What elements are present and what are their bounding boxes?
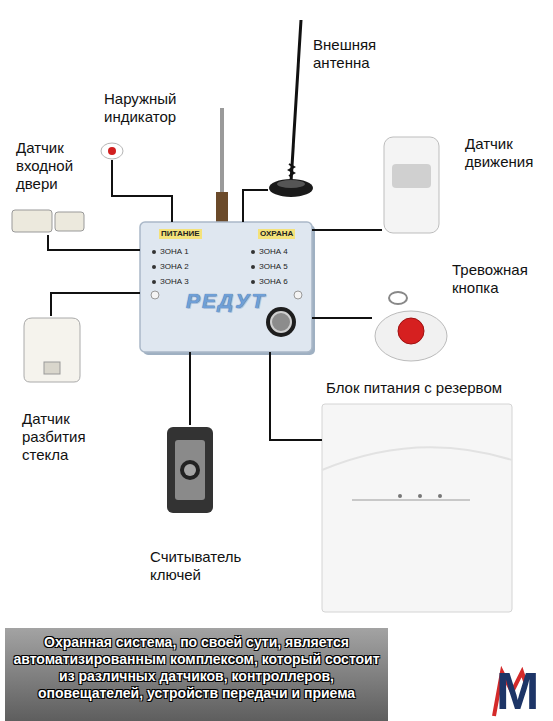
psu-strip [352,500,470,501]
whip-antenna [220,108,224,200]
device-label: Считыватель ключей [150,548,262,584]
pir-window [392,164,431,188]
led-dot [251,280,255,284]
screw [151,291,159,299]
device-label: Внешняя антенна [313,36,395,72]
panel-label: ЗОНА 4 [259,247,288,257]
key-port-center [271,312,291,332]
wire-connector [48,235,140,250]
glass-sensor [24,318,80,382]
psu-led [418,494,422,498]
device-label: Блок питания с резервом [326,379,502,397]
device-node: Считыватель ключей [165,425,215,515]
panel-label: ОХРАНА [258,229,295,239]
sensor-mic [44,362,60,374]
psu-edge [322,447,512,470]
device-label: Тревожная кнопка [452,261,550,297]
device-node: Датчик входной двери [10,207,86,235]
wire-connector [312,229,382,231]
panel-label: ЗОНА 6 [259,277,288,287]
device-label: Наружный индикатор [104,90,196,126]
indicator-led [108,147,116,155]
panel-label: ЗОНА 5 [259,262,288,272]
device-node: Внешняя антенна [268,15,322,200]
panel-label: ПИТАНИЕ [159,229,202,239]
panel-label: ЗОНА 2 [160,262,189,272]
site-watermark: M [496,664,539,718]
wire-connector [243,190,268,222]
indicator-body [101,143,123,159]
magnet [55,212,84,231]
controller-box: ПИТАНИЕ ОХРАНА ЗОНА 1 ЗОНА 4 ЗОНА 2 ЗОНА 5 ЗОН… [140,222,312,352]
device-node: Тревожная кнопка [372,288,450,366]
reader-contact [184,464,196,476]
psu-led [398,494,402,498]
caption-banner: Охранная система, по своей сути, являетс… [5,628,388,721]
led-dot [152,265,156,269]
device-label: Датчик входной двери [16,139,96,193]
button-base [375,311,447,361]
device-node: Датчик разбития стекла [20,316,82,384]
panel-label: ЗОНА 1 [160,247,189,257]
device-label: Датчик разбития стекла [22,410,102,464]
magnet-top [277,180,305,188]
wire-connector [51,293,140,316]
led-dot [251,250,255,254]
red-button [398,318,424,344]
psu-led [438,494,442,498]
reader-port [180,460,200,480]
power-supply [322,404,512,612]
key-ring [389,292,407,304]
motion-sensor [384,137,439,233]
panel-label: ЗОНА 3 [160,277,189,287]
key-reader [167,427,213,513]
led-dot [152,280,156,284]
wire-connector [189,352,191,425]
wire-connector [312,317,372,319]
controller-housing [140,222,312,352]
device-node: Наружный индикатор [100,142,124,160]
magnet-base [269,179,313,197]
wire-connector [112,160,172,222]
brand-logo: РЕДУТ [186,289,266,313]
screw [294,291,302,299]
antenna-coil [289,164,294,176]
reed-switch [12,210,52,232]
led-dot [152,250,156,254]
reader-plate [175,440,205,500]
device-label: Датчик движения [465,135,549,171]
antenna-base [216,192,228,222]
device-node: Датчик движения [382,135,441,235]
wire-connector [270,352,322,440]
device-node: Блок питания с резервом [322,404,512,612]
led-dot [251,265,255,269]
key-port [266,307,296,337]
antenna-whip [291,20,301,182]
